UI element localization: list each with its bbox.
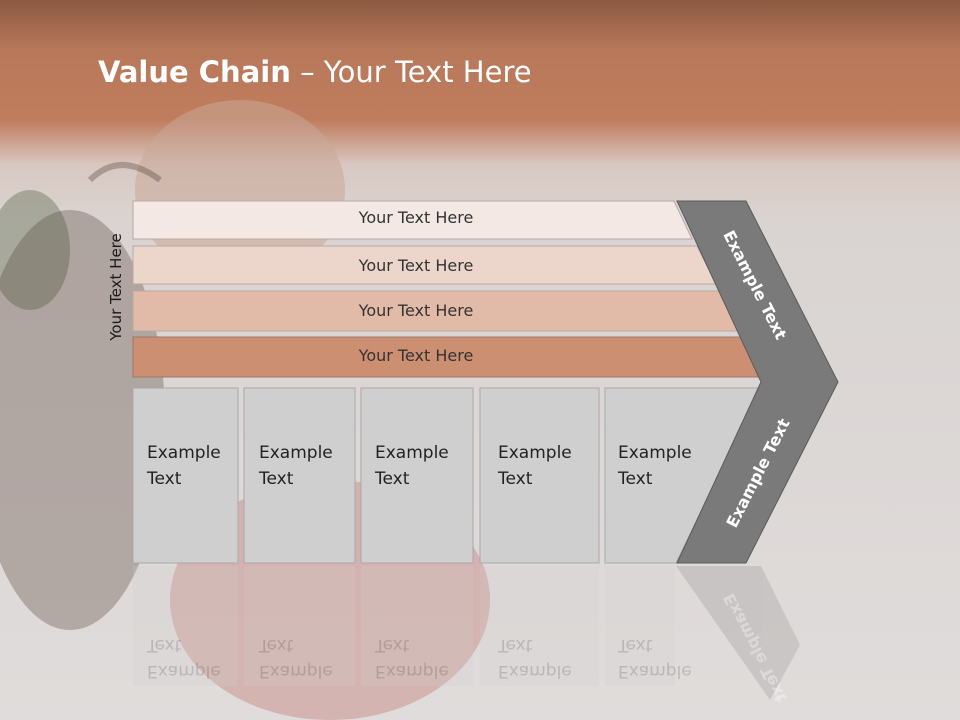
row-label-3: Your Text Here [358, 301, 474, 320]
row-label-4: Your Text Here [358, 346, 474, 365]
box-1 [132, 387, 239, 564]
title-rest: – Your Text Here [290, 55, 532, 89]
row-label-2: Your Text Here [358, 256, 474, 275]
chevron-arrow [676, 200, 839, 564]
slide-title: Value Chain – Your Text Here [98, 55, 532, 89]
row-label-1: Your Text Here [358, 208, 474, 227]
box-3 [360, 387, 474, 564]
box-2 [243, 387, 356, 564]
title-bold: Value Chain [98, 55, 291, 89]
row-bars [132, 200, 764, 378]
box-4 [479, 387, 600, 564]
row-bar-1 [132, 200, 693, 240]
boxes [132, 387, 762, 564]
reflections [133, 566, 800, 700]
box-5 [604, 387, 762, 564]
